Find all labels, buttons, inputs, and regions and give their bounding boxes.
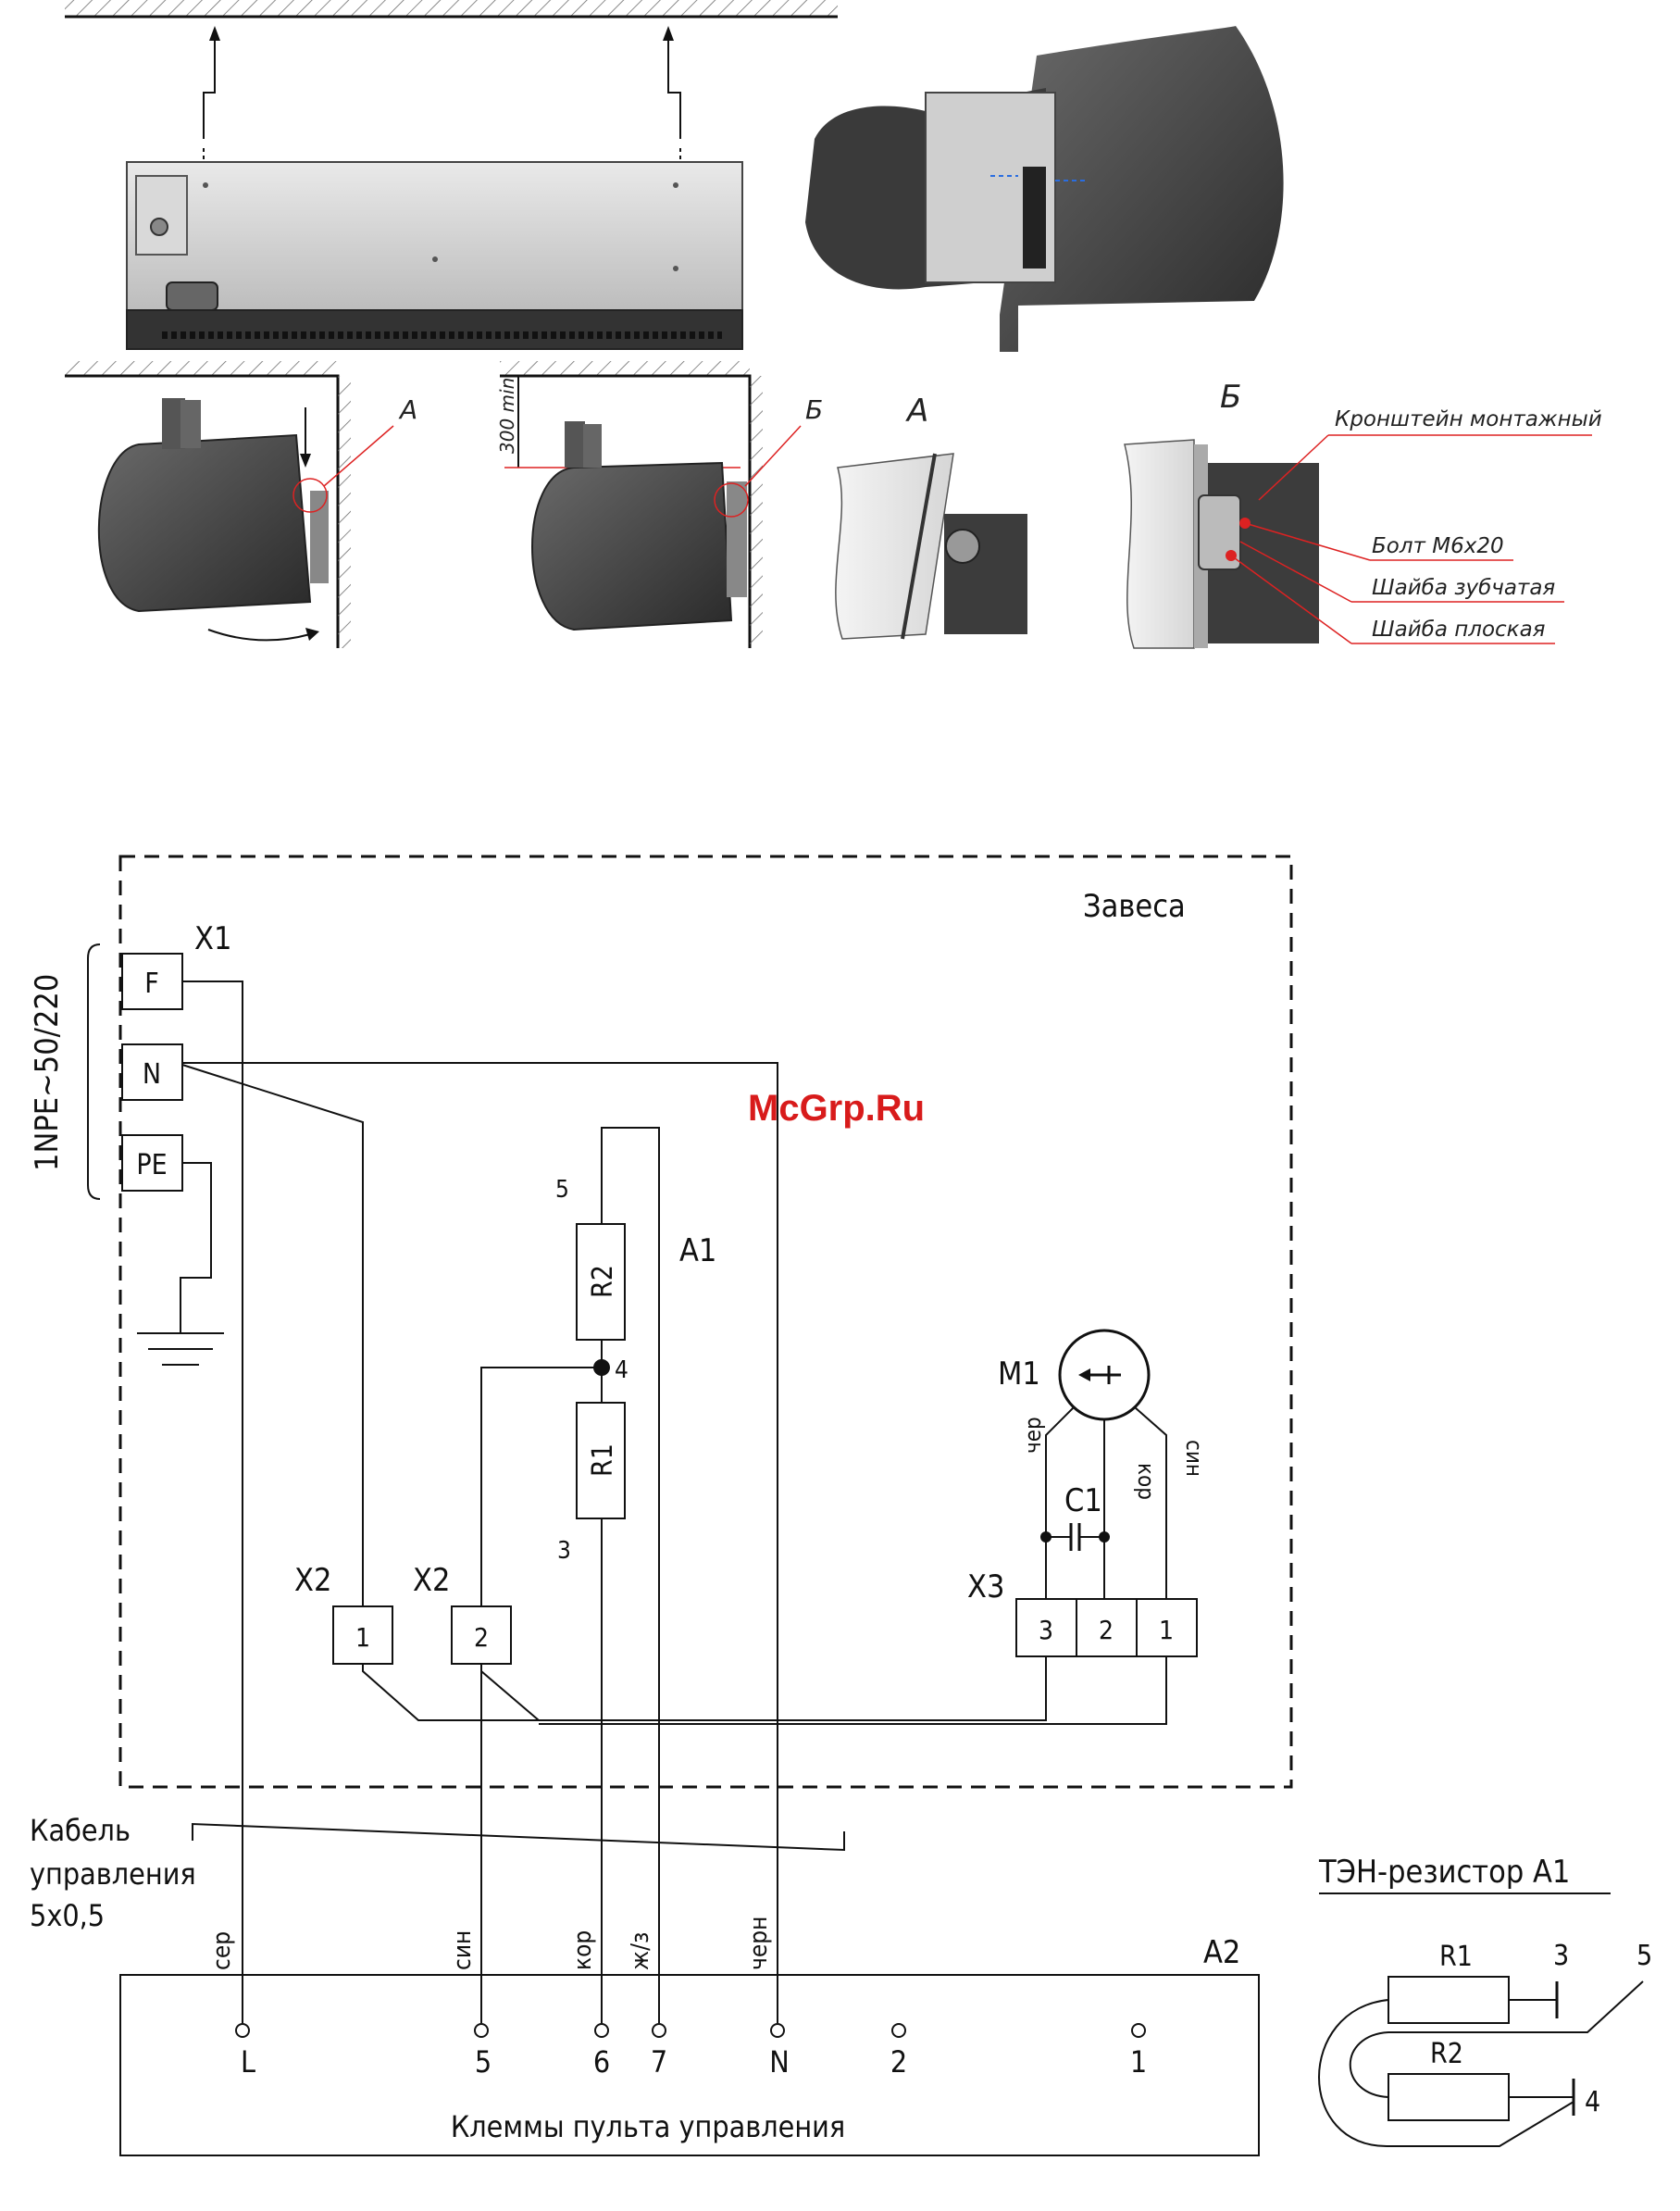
x3-pin-3: 3	[1039, 1615, 1053, 1645]
callout-bolt: Болт М6х20	[1372, 534, 1504, 558]
a2-caption: Клеммы пульта управления	[451, 2109, 845, 2144]
x1-n-label: N	[143, 1058, 161, 1091]
m1-label: M1	[998, 1355, 1040, 1393]
detail-node4: 4	[1585, 2086, 1600, 2118]
detail-r2-label: R2	[1430, 2038, 1463, 2070]
a2-terminal-5: 5	[475, 2044, 492, 2080]
c1-label: C1	[1064, 1482, 1102, 1519]
min-distance-label: 300 min	[496, 378, 518, 454]
callout-flat-washer: Шайба плоская	[1372, 618, 1546, 642]
motor-wire-blue	[1135, 1407, 1166, 1599]
a2-terminal-1: 1	[1130, 2044, 1147, 2080]
callout-toothed-washer: Шайба зубчатая	[1372, 576, 1555, 600]
detail-resistor-r2	[1388, 2074, 1509, 2120]
wire-x2-1-to-x3-3	[363, 1655, 1046, 1720]
callout-label-a: А	[398, 394, 417, 425]
x3-label: X3	[967, 1568, 1004, 1605]
x1-label: X1	[194, 920, 231, 957]
wire-color-ser: сер	[208, 1931, 236, 1970]
a2-terminal-7: 7	[651, 2044, 667, 2080]
r1-label: R1	[587, 1443, 619, 1477]
curtain-side-a	[99, 435, 310, 611]
detail-resistor-r1	[1388, 1977, 1509, 2023]
a2-terminal-6: 6	[593, 2044, 610, 2080]
a2-terminal-n: N	[769, 2044, 790, 2080]
x2b-label: X2	[413, 1562, 450, 1599]
curtain-side-b	[532, 463, 731, 630]
wire-x2-2-to-x3-1	[539, 1655, 1166, 1724]
wire-label-sin: син	[1181, 1440, 1207, 1477]
detail-a-title: А	[905, 393, 928, 430]
ceiling-hatch	[65, 0, 838, 17]
curtain-body	[127, 162, 742, 310]
a2-label: A2	[1203, 1934, 1240, 1971]
gland-icon	[151, 219, 168, 235]
x3-pin-2: 2	[1099, 1615, 1114, 1645]
a1-label: A1	[679, 1232, 716, 1269]
callout-bracket: Кронштейн монтажный	[1335, 407, 1602, 431]
wire-neutral	[182, 1063, 778, 2023]
a1-node3: 3	[557, 1537, 571, 1565]
supply-label: 1NPE~50/220	[29, 974, 66, 1171]
callout-label-b: Б	[805, 394, 823, 425]
installation-side-view-b: 300 min Б	[496, 361, 823, 648]
detail-b-title: Б	[1220, 379, 1241, 416]
wire-color-kor: кор	[569, 1930, 597, 1970]
detail-a: А	[836, 393, 1027, 639]
bracket-b	[727, 481, 747, 597]
x1-pe-label: PE	[136, 1149, 167, 1181]
x3-pin-1: 1	[1159, 1615, 1174, 1645]
lift-arrow-right	[663, 26, 680, 162]
wire-n-x2	[182, 1065, 363, 1606]
wire-label-kor: кор	[1133, 1463, 1159, 1500]
a2-terminal-2: 2	[890, 2044, 907, 2080]
cable-bracket	[193, 1824, 844, 1850]
detail-b: Б Кронштейн монтажный Болт М6х20 Шайба з…	[1125, 379, 1602, 648]
x2a-pin-label: 1	[355, 1622, 370, 1653]
detail-r1-label: R1	[1439, 1941, 1473, 1973]
wire-a1-5-to-7	[602, 1128, 659, 2023]
a1-node4: 4	[615, 1356, 628, 1384]
fitting-icon	[167, 282, 218, 310]
bracket-a	[310, 491, 329, 583]
enclosure-label: Завеса	[1083, 888, 1186, 925]
detail-node5: 5	[1636, 1940, 1652, 1972]
a2-terminal-l: L	[241, 2044, 255, 2080]
watermark: McGrp.Ru	[748, 1088, 925, 1129]
x2b-pin-label: 2	[474, 1622, 489, 1653]
cable-label-3: 5х0,5	[30, 1898, 105, 1933]
a1-node5: 5	[555, 1176, 569, 1204]
installation-3d-view	[805, 26, 1284, 352]
resistor-detail-title: ТЭН-резистор А1	[1318, 1854, 1570, 1891]
cable-label-2: управления	[30, 1856, 196, 1892]
lift-arrow-left	[204, 26, 220, 162]
r2-label: R2	[587, 1265, 619, 1298]
detail-node3: 3	[1553, 1940, 1569, 1972]
wire-color-zhz: ж/з	[627, 1932, 654, 1970]
wire-label-cher: чер	[1020, 1417, 1046, 1454]
curtain-enclosure	[120, 856, 1291, 1787]
x1-f-label: F	[144, 968, 159, 1000]
a2-terminals	[236, 2024, 1145, 2037]
x2a-label: X2	[294, 1562, 331, 1599]
pipe-right-a	[180, 400, 201, 448]
wire-color-sin: син	[449, 1930, 477, 1970]
curtain-grille	[127, 310, 742, 349]
mounting-bracket	[1023, 167, 1046, 269]
wiring-schematic: Завеса 1NPE~50/220 X1 F N PE A1 5 R2 4	[29, 856, 1652, 2155]
installation-side-view-a: А	[65, 361, 417, 648]
cable-label-1: Кабель	[30, 1813, 131, 1848]
supply-bracket	[88, 944, 100, 1199]
control-panel-plate	[136, 176, 187, 255]
installation-front-view	[65, 0, 838, 349]
wire-color-chern: черн	[745, 1917, 773, 1970]
ground-wire	[180, 1163, 211, 1333]
